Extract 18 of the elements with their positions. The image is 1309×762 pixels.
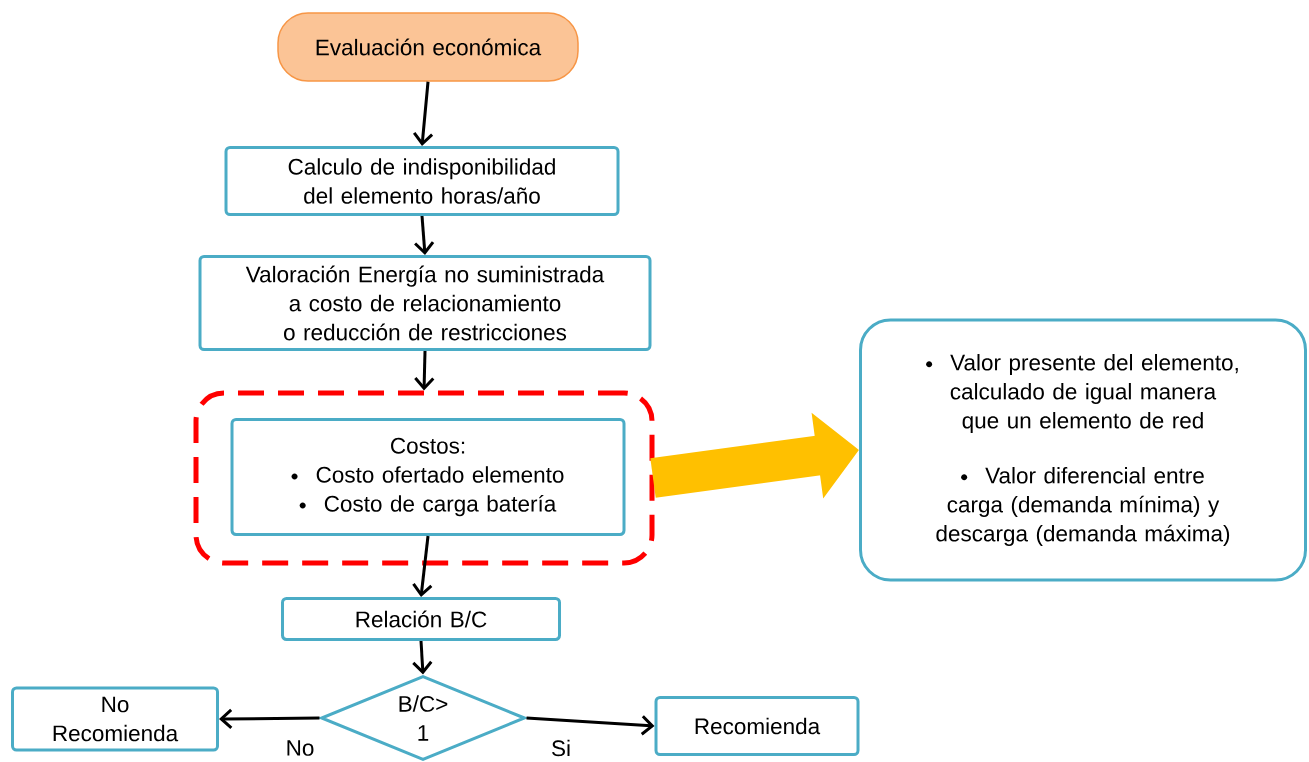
process-box: Recomienda xyxy=(654,696,860,756)
process-box: Valoración Energía no suministrada a costo de relacionamiento o reducción de restricciones xyxy=(198,255,652,351)
arrow xyxy=(412,535,433,597)
arrow xyxy=(414,350,435,391)
process-box: Relación B/C xyxy=(281,597,561,641)
note-box: Valor presente del elemento, calculado de igual manera que un elemento de red Valor diferencial entre carga (demanda mínima) y descarga (demanda máxima) xyxy=(859,318,1307,582)
arrow xyxy=(412,640,433,675)
arrow xyxy=(526,715,655,736)
dashed-region xyxy=(193,390,655,566)
process-box: No Recomienda xyxy=(11,686,219,752)
process-box: Costos: Costo ofertado elemento Costo de carga batería xyxy=(230,418,626,536)
arrow xyxy=(413,81,434,146)
edge-label: Si xyxy=(550,738,572,758)
arrow xyxy=(414,215,435,255)
start-terminal: Evaluación económica xyxy=(277,12,579,82)
arrow xyxy=(219,708,320,729)
process-box: Calculo de indisponibilidad del elemento horas/año xyxy=(224,146,620,216)
edge-label: No xyxy=(284,739,316,757)
